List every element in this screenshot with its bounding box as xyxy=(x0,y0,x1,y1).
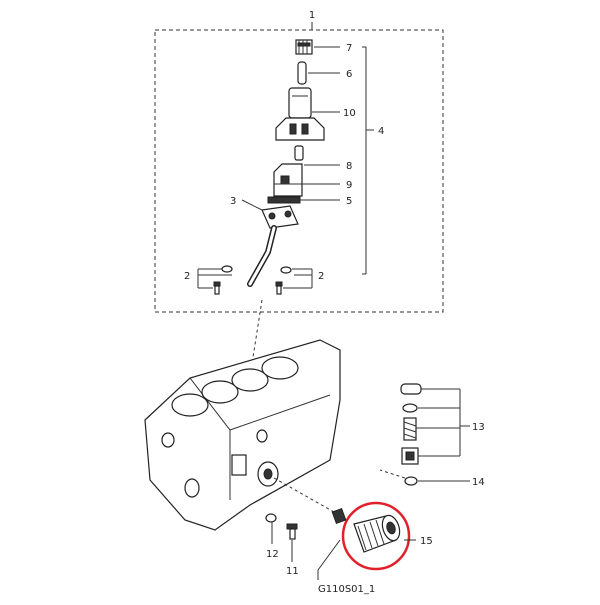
assembly-dashed-box xyxy=(154,29,444,313)
filter-stud xyxy=(331,508,347,524)
assembly-leaders xyxy=(197,46,374,289)
callout-5[interactable]: 5 xyxy=(346,196,352,207)
relief-valve-body xyxy=(401,447,419,465)
filter-highlight-ring xyxy=(341,501,411,571)
callout-3[interactable]: 3 xyxy=(230,196,236,207)
assembly-number-label: 1 xyxy=(309,10,315,21)
relief-valve-spring xyxy=(403,417,417,441)
callout-2-left[interactable]: 2 xyxy=(184,271,190,282)
callout-10[interactable]: 10 xyxy=(343,108,356,119)
callout-14[interactable]: 14 xyxy=(472,477,485,488)
part-11-bolt-shank xyxy=(289,528,296,540)
relief-valve-plug xyxy=(400,383,422,395)
callout-13[interactable]: 13 xyxy=(472,422,485,433)
drawing-code-label: G110S01_1 xyxy=(318,584,375,595)
part-8-shaft xyxy=(294,145,304,161)
part-15-oil-filter[interactable] xyxy=(341,501,411,571)
callout-15[interactable]: 15 xyxy=(420,536,433,547)
callout-12[interactable]: 12 xyxy=(266,549,279,560)
callout-6[interactable]: 6 xyxy=(346,69,352,80)
part-14-washer xyxy=(404,476,418,486)
callout-labels: 7 6 10 4 8 9 5 3 2 2 13 14 15 12 11 xyxy=(184,43,485,577)
callout-8[interactable]: 8 xyxy=(346,161,352,172)
part-2-right-fasteners xyxy=(275,266,292,295)
drawing-code-leader xyxy=(317,539,341,571)
callout-7[interactable]: 7 xyxy=(346,43,352,54)
drain-parts xyxy=(265,513,298,562)
relief-valve-washer xyxy=(402,403,418,413)
part-3-strainer-base xyxy=(261,205,299,229)
callout-9[interactable]: 9 xyxy=(346,180,352,191)
part-6-pin xyxy=(297,61,307,85)
part-5-cover xyxy=(267,196,301,204)
part-9-rotor xyxy=(273,163,303,197)
oil-pump-assembly xyxy=(213,39,325,295)
part-2-left-fasteners xyxy=(213,265,233,295)
callout-4[interactable]: 4 xyxy=(378,126,384,137)
part-10-housing xyxy=(275,87,325,141)
callout-11[interactable]: 11 xyxy=(286,566,299,577)
engine-block xyxy=(144,339,341,531)
part-7-gear xyxy=(295,39,313,55)
callout-2-right[interactable]: 2 xyxy=(318,271,324,282)
part-11-bolt-head xyxy=(286,523,298,530)
relief-valve-parts xyxy=(379,383,470,486)
part-12-washer xyxy=(265,513,277,523)
